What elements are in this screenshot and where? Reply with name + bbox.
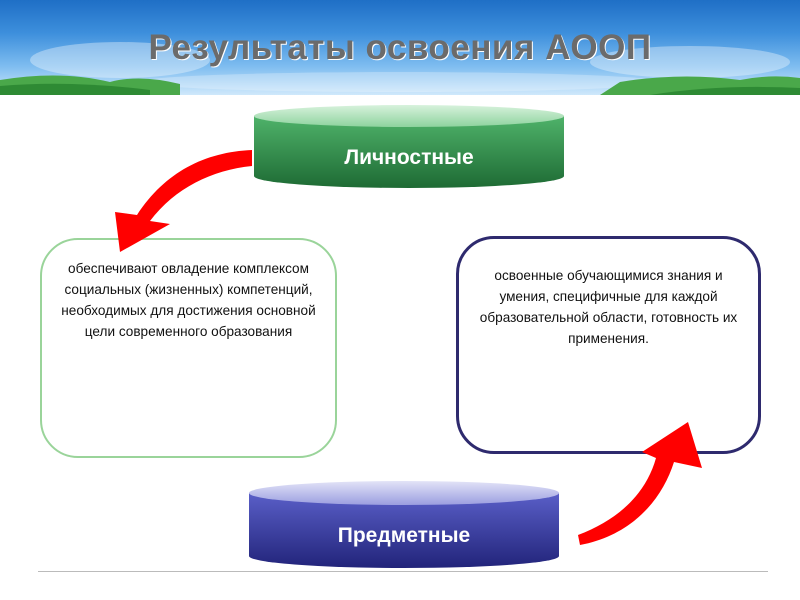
- personal-cylinder-shape: [254, 105, 564, 188]
- curved-arrow-left-icon: [115, 150, 252, 252]
- header-decoration: [0, 42, 800, 95]
- slide-title: Результаты освоения АООП: [148, 28, 652, 67]
- subject-cylinder-shape: [249, 481, 559, 568]
- subject-description-box: освоенные обучающимися знания и умения, …: [456, 236, 761, 454]
- personal-results-cylinder: Личностные: [252, 104, 566, 190]
- personal-results-label: Личностные: [344, 146, 474, 169]
- personal-description-text: обеспечивают овладение комплексом социал…: [61, 261, 316, 339]
- subject-results-label: Предметные: [337, 524, 471, 547]
- slide-header: Результаты освоения АООП: [0, 0, 800, 95]
- personal-description-box: обеспечивают овладение комплексом социал…: [40, 238, 337, 458]
- subject-description-text: освоенные обучающимися знания и умения, …: [479, 268, 738, 346]
- subject-results-cylinder: Предметные: [247, 480, 561, 570]
- footer-divider: [38, 571, 768, 572]
